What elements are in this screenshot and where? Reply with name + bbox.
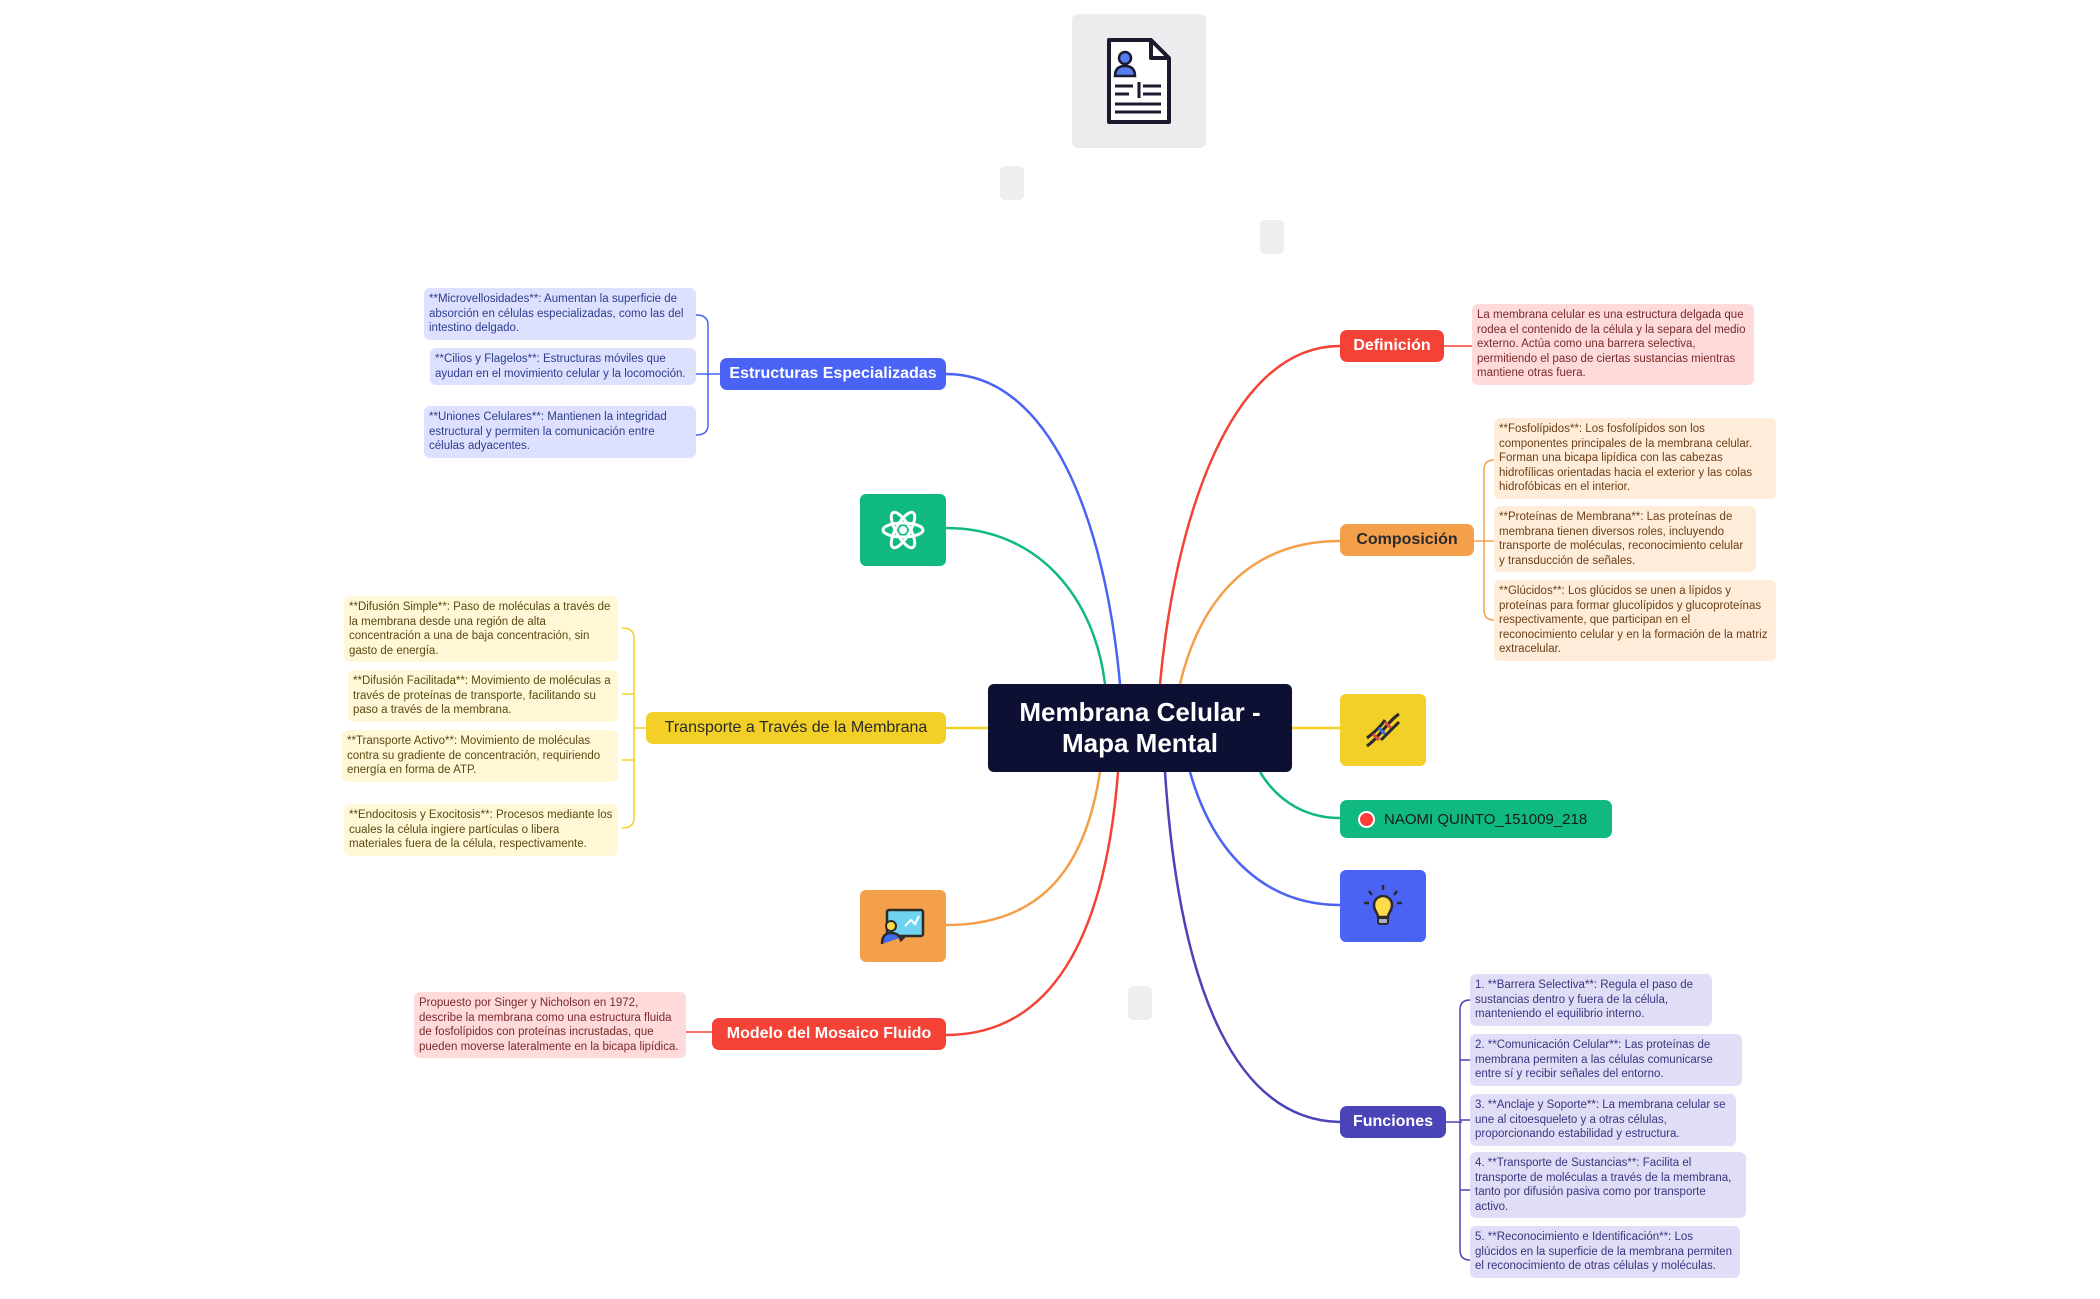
branch-estructuras[interactable]: Estructuras Especializadas [720,358,946,390]
branch-transporte[interactable]: Transporte a Través de la Membrana [646,712,946,744]
leaf-text: 5. **Reconocimiento e Identificación**: … [1475,1231,1732,1272]
branch-autor-label: NAOMI QUINTO_151009_218 [1384,810,1588,828]
leaf-text: 2. **Comunicación Celular**: Las proteín… [1475,1039,1713,1080]
branch-funciones[interactable]: Funciones [1340,1106,1446,1138]
leaf-text: **Endocitosis y Exocitosis**: Procesos m… [349,809,613,850]
placeholder-block [1128,986,1152,1020]
leaf-text: **Proteínas de Membrana**: Las proteínas… [1499,511,1744,567]
central-topic-title: Membrana Celular - Mapa Mental [1019,697,1261,758]
leaf-text: **Cilios y Flagelos**: Estructuras móvil… [435,353,686,380]
lightbulb-icon[interactable] [1340,870,1426,942]
leaf-modelo: Propuesto por Singer y Nicholson en 1972… [414,992,686,1058]
dna-icon[interactable] [1340,694,1426,766]
branch-estructuras-label: Estructuras Especializadas [729,365,937,382]
central-topic[interactable]: Membrana Celular - Mapa Mental [988,684,1292,772]
leaf-definicion: La membrana celular es una estructura de… [1472,304,1754,385]
leaf-text: **Uniones Celulares**: Mantienen la inte… [429,411,667,452]
branch-composicion[interactable]: Composición [1340,524,1474,556]
leaf-transporte: **Difusión Facilitada**: Movimiento de m… [348,670,618,722]
leaf-estructuras: **Cilios y Flagelos**: Estructuras móvil… [430,348,696,385]
leaf-text: **Microvellosidades**: Aumentan la super… [429,293,684,334]
branch-transporte-label: Transporte a Través de la Membrana [664,719,928,736]
leaf-text: **Glúcidos**: Los glúcidos se unen a líp… [1499,585,1768,655]
branch-modelo-label: Modelo del Mosaico Fluido [726,1025,932,1042]
leaf-composicion: **Glúcidos**: Los glúcidos se unen a líp… [1494,580,1776,661]
leaf-composicion: **Fosfolípidos**: Los fosfolípidos son l… [1494,418,1776,499]
teacher-board-icon[interactable] [860,890,946,962]
branch-funciones-label: Funciones [1352,1113,1433,1130]
leaf-text: 3. **Anclaje y Soporte**: La membrana ce… [1475,1099,1726,1140]
placeholder-block [1000,166,1024,200]
leaf-text: 1. **Barrera Selectiva**: Regula el paso… [1475,979,1693,1020]
leaf-text: **Transporte Activo**: Movimiento de mol… [347,735,601,776]
leaf-text: La membrana celular es una estructura de… [1477,309,1746,379]
branch-modelo[interactable]: Modelo del Mosaico Fluido [712,1018,946,1050]
leaf-funciones: 3. **Anclaje y Soporte**: La membrana ce… [1470,1094,1736,1146]
branch-definicion[interactable]: Definición [1340,330,1444,362]
leaf-text: **Difusión Simple**: Paso de moléculas a… [349,601,611,657]
document-person-icon [1072,14,1206,148]
leaf-transporte: **Difusión Simple**: Paso de moléculas a… [344,596,618,662]
leaf-text: **Fosfolípidos**: Los fosfolípidos son l… [1499,423,1753,493]
placeholder-block [1260,220,1284,254]
leaf-composicion: **Proteínas de Membrana**: Las proteínas… [1494,506,1756,572]
leaf-estructuras: **Uniones Celulares**: Mantienen la inte… [424,406,696,458]
red-dot-icon [1358,810,1375,828]
leaf-funciones: 1. **Barrera Selectiva**: Regula el paso… [1470,974,1712,1026]
leaf-text: Propuesto por Singer y Nicholson en 1972… [419,997,679,1053]
leaf-funciones: 2. **Comunicación Celular**: Las proteín… [1470,1034,1742,1086]
branch-definicion-label: Definición [1353,337,1431,354]
atom-icon[interactable] [860,494,946,566]
leaf-funciones: 4. **Transporte de Sustancias**: Facilit… [1470,1152,1746,1218]
leaf-text: 4. **Transporte de Sustancias**: Facilit… [1475,1157,1732,1213]
branch-autor[interactable]: NAOMI QUINTO_151009_218 [1340,800,1612,838]
leaf-estructuras: **Microvellosidades**: Aumentan la super… [424,288,696,340]
leaf-transporte: **Endocitosis y Exocitosis**: Procesos m… [344,804,618,856]
leaf-funciones: 5. **Reconocimiento e Identificación**: … [1470,1226,1740,1278]
leaf-text: **Difusión Facilitada**: Movimiento de m… [353,675,611,716]
leaf-transporte: **Transporte Activo**: Movimiento de mol… [342,730,618,782]
branch-composicion-label: Composición [1356,531,1458,548]
